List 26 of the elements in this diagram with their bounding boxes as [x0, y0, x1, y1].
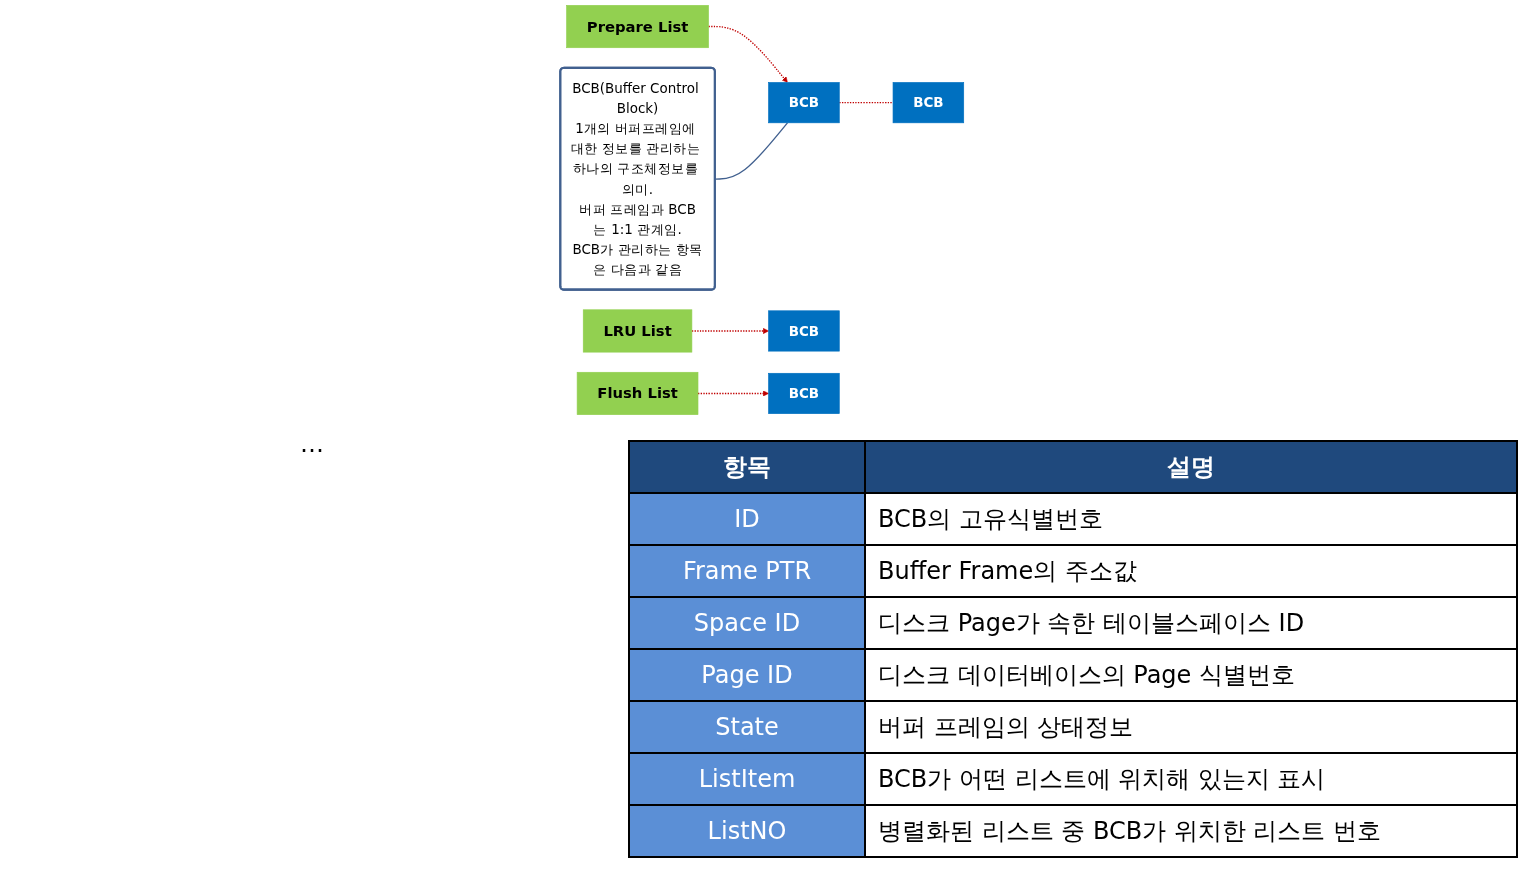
description-cell: 디스크 Page가 속한 테이블스페이스 ID [865, 597, 1517, 649]
node-box: BCB [768, 372, 840, 414]
item-cell: Page ID [629, 649, 865, 701]
connector [714, 122, 789, 180]
node-box: Prepare List [566, 5, 709, 49]
ellipsis: … [300, 430, 324, 458]
connector [838, 102, 894, 104]
item-cell: Frame PTR [629, 545, 865, 597]
header-cell: 설명 [865, 441, 1517, 493]
item-cell: ListNO [629, 805, 865, 857]
description-cell: 병렬화된 리스트 중 BCB가 위치한 리스트 번호 [865, 805, 1517, 857]
description-cell: Buffer Frame의 주소값 [865, 545, 1517, 597]
item-cell: Space ID [629, 597, 865, 649]
item-cell: ListItem [629, 753, 865, 805]
description-cell: 버퍼 프레임의 상태정보 [865, 701, 1517, 753]
node-box: LRU List [582, 309, 693, 353]
description-cell: BCB의 고유식별번호 [865, 493, 1517, 545]
description-cell: BCB가 어떤 리스트에 위치해 있는지 표시 [865, 753, 1517, 805]
description-cell: 디스크 데이터베이스의 Page 식별번호 [865, 649, 1517, 701]
node-box: BCB [768, 310, 840, 352]
item-cell: State [629, 701, 865, 753]
header-cell: 항목 [629, 441, 865, 493]
item-cell: ID [629, 493, 865, 545]
node-box: BCB [892, 82, 965, 124]
node-box: Flush List [576, 371, 699, 415]
node-box: BCB [768, 82, 840, 124]
